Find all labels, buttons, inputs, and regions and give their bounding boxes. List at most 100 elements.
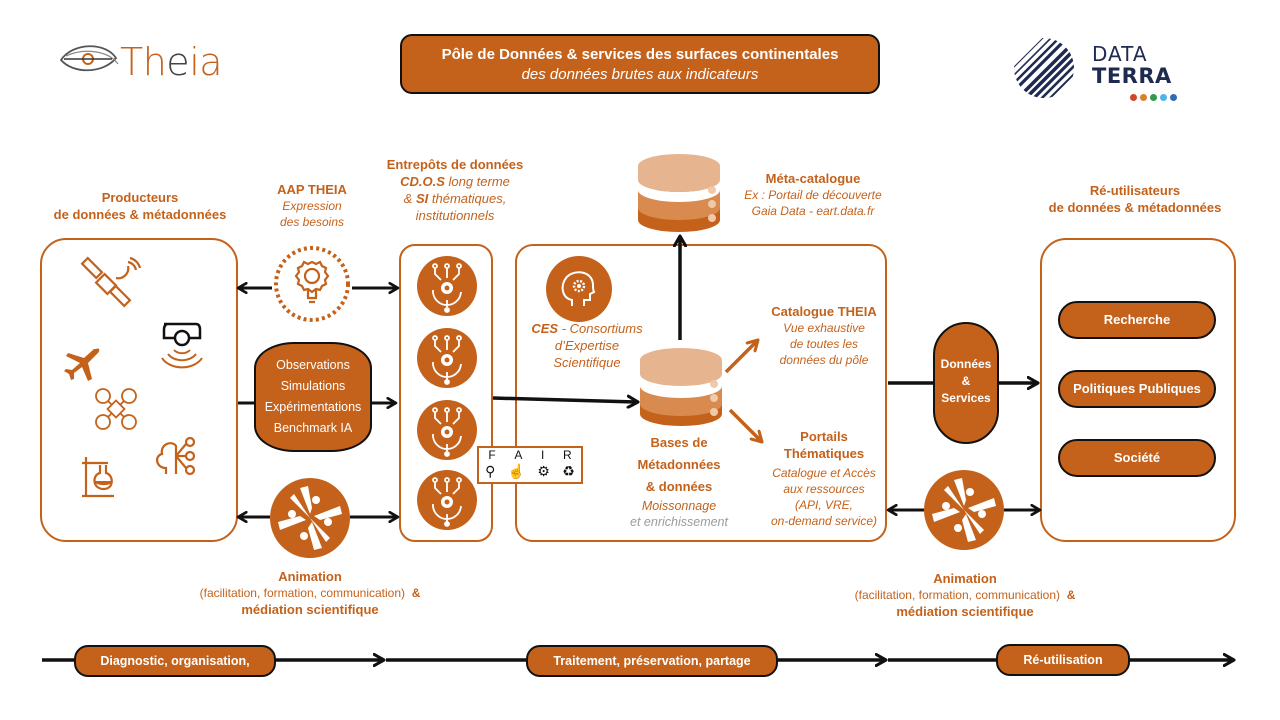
airplane-icon bbox=[64, 348, 100, 381]
animation-right-amp: & bbox=[1066, 588, 1076, 602]
pointer-hand-icon: ☝ bbox=[507, 463, 526, 479]
warehouses-title: Entrepôts de données bbox=[386, 157, 524, 172]
si-label: SI bbox=[415, 191, 429, 206]
ces-label: CES - Consortiums d’Expertise Scientifiq… bbox=[528, 320, 646, 371]
head-gear-icon bbox=[561, 271, 596, 306]
bases-line3: & données bbox=[645, 479, 713, 494]
data-type-experimentations: Expérimentations bbox=[264, 400, 362, 414]
warehouses-heading: Entrepôts de données CD.O.S long terme &… bbox=[365, 156, 545, 224]
meta-catalogue-label: Méta-catalogue Ex : Portail de découvert… bbox=[728, 170, 898, 219]
eye-icon bbox=[59, 45, 119, 72]
drone-icon bbox=[95, 388, 137, 430]
timeline-stage-diagnostic[interactable]: Diagnostic, organisation, collecte bbox=[74, 645, 276, 696]
page-title-box: Pôle de Données & services des surfaces … bbox=[400, 34, 880, 94]
striped-globe-icon bbox=[1014, 38, 1074, 98]
fair-f: F bbox=[488, 448, 496, 462]
warehouses-line2-pre: & bbox=[403, 191, 416, 206]
warehouse-process-icon-1 bbox=[417, 256, 477, 316]
catalogue-theia-line3: données du pôle bbox=[779, 353, 869, 367]
data-type-simulations: Simulations bbox=[280, 379, 346, 393]
animation-people-icon-right bbox=[924, 470, 1004, 550]
animation-people-icon-left bbox=[270, 478, 350, 558]
reusers-heading: Ré-utilisateurs de données & métadonnées bbox=[1030, 182, 1240, 216]
dot-light-blue bbox=[1160, 94, 1167, 101]
portails-line1: Catalogue et Accès bbox=[772, 466, 876, 480]
reusers-title-line1: Ré-utilisateurs bbox=[1089, 183, 1181, 198]
meta-catalogue-line2: Gaia Data - eart.data.fr bbox=[751, 204, 875, 218]
donnees-services-line3: Services bbox=[941, 391, 991, 405]
reuser-politiques-publiques[interactable]: Politiques Publiques bbox=[1058, 370, 1216, 408]
portails-label: Portails Thématiques Catalogue et Accès … bbox=[762, 428, 886, 529]
timeline-stage-traitement[interactable]: Traitement, préservation, partage bbox=[526, 645, 778, 677]
warehouses-line3: institutionnels bbox=[415, 208, 495, 223]
portails-line3: (API, VRE, bbox=[794, 498, 853, 512]
cdos-label: CD.O.S bbox=[400, 174, 445, 189]
portails-title2: Thématiques bbox=[783, 446, 865, 461]
producers-title-line2: de données & métadonnées bbox=[53, 207, 227, 222]
warehouse-process-icon-4 bbox=[417, 470, 477, 530]
catalogue-theia-title: Catalogue THEIA bbox=[771, 304, 877, 319]
theia-logo: Theia bbox=[58, 40, 238, 84]
arrow-warehouses-to-bases bbox=[492, 398, 638, 402]
gears-icon: ⚙ bbox=[537, 463, 550, 479]
data-terra-line1: DATA bbox=[1092, 42, 1148, 66]
producers-panel bbox=[40, 238, 238, 542]
meta-catalogue-database-icon bbox=[638, 154, 720, 232]
arrow-bases-to-portails bbox=[728, 408, 762, 442]
satellite-icon bbox=[80, 256, 142, 308]
catalogue-theia-label: Catalogue THEIA Vue exhaustive de toutes… bbox=[762, 303, 886, 368]
warehouse-process-icon-3 bbox=[417, 400, 477, 460]
donnees-services-line2: & bbox=[961, 374, 971, 388]
aap-line2: des besoins bbox=[279, 215, 345, 229]
data-terra-logo: DATA TERRA bbox=[1012, 34, 1192, 106]
recycle-icon: ♻ bbox=[562, 463, 575, 479]
animation-left-title: Animation bbox=[278, 569, 342, 584]
data-terra-dots bbox=[1130, 94, 1177, 101]
catalogue-theia-line2: de toutes les bbox=[789, 337, 859, 351]
animation-right-line2: (facilitation, formation, communication) bbox=[854, 588, 1061, 602]
animation-left-amp: & bbox=[411, 586, 421, 600]
bases-line1: Bases de bbox=[650, 435, 708, 450]
bases-line5: et enrichissement bbox=[630, 515, 728, 529]
donnees-services-line1: Données bbox=[940, 357, 992, 371]
portails-title1: Portails bbox=[800, 429, 848, 444]
fair-r: R bbox=[563, 448, 572, 462]
dot-blue bbox=[1170, 94, 1177, 101]
animation-right-title: Animation bbox=[933, 571, 997, 586]
reuser-recherche[interactable]: Recherche bbox=[1058, 301, 1216, 339]
data-type-observations: Observations bbox=[276, 358, 350, 372]
timeline-stage-reutilisation[interactable]: Ré-utilisation bbox=[996, 644, 1130, 676]
ces-line1: - Consortiums bbox=[558, 321, 643, 336]
bases-line2: Métadonnées bbox=[637, 457, 721, 472]
bases-database-icon bbox=[640, 348, 722, 426]
bases-line4: Moissonnage bbox=[641, 499, 717, 513]
aap-heading: AAP THEIA Expression des besoins bbox=[252, 181, 372, 230]
magnifier-icon: ⚲ bbox=[485, 463, 496, 479]
portails-line4: on-demand service) bbox=[770, 514, 878, 528]
page-title: Pôle de Données & services des surfaces … bbox=[441, 46, 839, 63]
reusers-title-line2: de données & métadonnées bbox=[1048, 200, 1222, 215]
bases-label: Bases de Métadonnées & données Moissonna… bbox=[604, 432, 754, 530]
producers-title-line1: Producteurs bbox=[101, 190, 179, 205]
dot-green bbox=[1150, 94, 1157, 101]
animation-right-label: Animation (facilitation, formation, comm… bbox=[830, 570, 1100, 620]
data-types-box: Observations Simulations Expérimentation… bbox=[254, 342, 372, 452]
meta-catalogue-line1: Ex : Portail de découverte bbox=[744, 188, 882, 202]
sensor-icon bbox=[161, 322, 203, 369]
cloud-network-icon bbox=[156, 436, 196, 476]
ces-expertise-icon bbox=[546, 256, 612, 322]
portails-line2: aux ressources bbox=[783, 482, 865, 496]
animation-left-line2: (facilitation, formation, communication) bbox=[199, 586, 406, 600]
aap-idea-gear-icon[interactable] bbox=[272, 244, 352, 324]
dot-red bbox=[1130, 94, 1137, 101]
fair-a: A bbox=[514, 448, 523, 462]
warehouse-icons bbox=[417, 254, 481, 549]
animation-left-line3: médiation scientifique bbox=[241, 602, 379, 617]
ces-acronym: CES bbox=[531, 321, 559, 336]
warehouses-line2: thématiques, bbox=[428, 191, 507, 206]
warehouse-process-icon-2 bbox=[417, 328, 477, 388]
arrow-bases-to-catalogue bbox=[724, 340, 758, 374]
reuser-societe[interactable]: Société bbox=[1058, 439, 1216, 477]
producers-heading: Producteurs de données & métadonnées bbox=[40, 189, 240, 223]
dot-orange bbox=[1140, 94, 1147, 101]
